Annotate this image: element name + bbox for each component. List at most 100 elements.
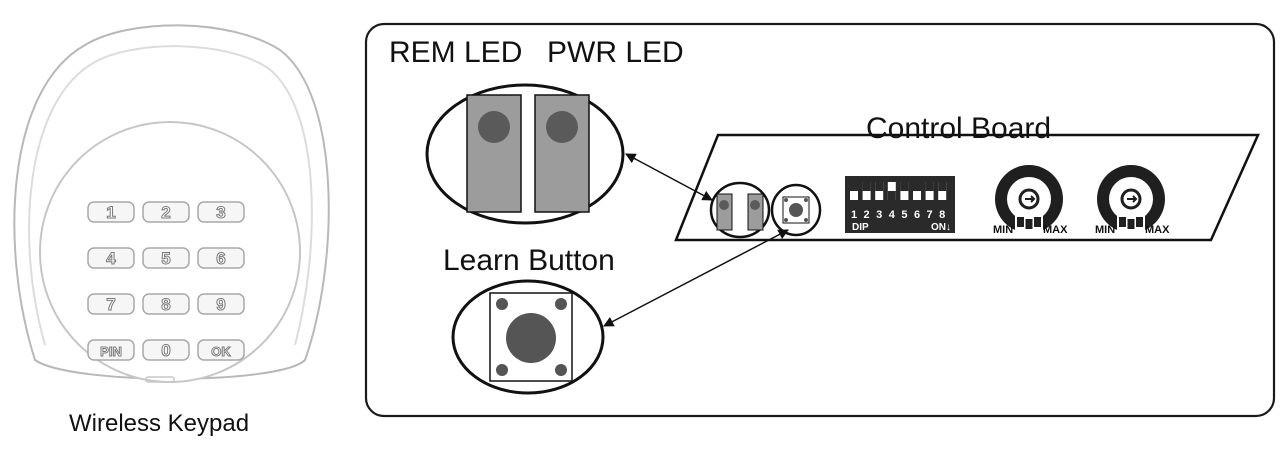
- keypad-key-cap: [142, 293, 190, 315]
- board-rem-led-dot: [719, 200, 729, 210]
- board-learn-pin: [804, 218, 808, 222]
- board-led-cluster: [709, 181, 771, 239]
- keypad-key-cap: [87, 339, 135, 361]
- wireless-keypad-caption: Wireless Keypad: [69, 410, 250, 437]
- dip-toggle-knob: [887, 191, 896, 200]
- dip-toggles: [850, 182, 947, 200]
- keypad-key-label: OK: [211, 344, 231, 359]
- learn-callout-arrow: [603, 229, 789, 327]
- keypad-key-label: 7: [106, 295, 115, 314]
- pot-leg: [1127, 219, 1135, 229]
- keypad-key-cap: [87, 201, 135, 223]
- board-learn-pin: [784, 198, 788, 202]
- keypad-key[interactable]: 7: [87, 293, 135, 315]
- dip-toggle-knob: [862, 182, 871, 191]
- keypad-key-label: PIN: [100, 344, 122, 359]
- keypad-key-cap: [197, 247, 245, 269]
- board-pwr-led: [747, 193, 764, 231]
- led-callout-arrow: [625, 153, 713, 201]
- dip-toggle-knob: [900, 182, 909, 191]
- keypad-key-label: 6: [216, 249, 225, 268]
- dip-number: 6: [914, 209, 920, 221]
- keypad-key-cap: [87, 293, 135, 315]
- dip-number: 4: [889, 209, 896, 221]
- learn-button-pin: [496, 298, 508, 310]
- dip-number: 8: [939, 209, 945, 221]
- learn-button-pin: [555, 364, 567, 376]
- pwr-led: [534, 94, 590, 213]
- learn-button-pin: [555, 298, 567, 310]
- dip-toggle-knob: [850, 182, 858, 191]
- keypad-key-label: 4: [106, 249, 116, 268]
- rem-led-dot: [478, 111, 510, 143]
- dip-number: 1: [851, 209, 857, 221]
- pwr-led-label: PWR LED: [547, 36, 684, 69]
- keypad-key[interactable]: 9: [197, 293, 245, 315]
- keypad-key[interactable]: OK: [197, 339, 245, 361]
- keypad-key-label: 0: [161, 341, 170, 360]
- keypad-key-cap: [197, 293, 245, 315]
- dip-number: 2: [864, 209, 870, 221]
- pot-leg: [1136, 217, 1143, 227]
- keypad-key[interactable]: 6: [197, 247, 245, 269]
- keypad-key[interactable]: 4: [87, 247, 135, 269]
- keypad-key-label: 1: [106, 203, 115, 222]
- dip-number: 3: [876, 209, 882, 221]
- pot-leg: [1017, 217, 1024, 227]
- keypad-key[interactable]: 2: [142, 201, 190, 223]
- keypad-key[interactable]: PIN: [87, 339, 135, 361]
- dip-toggle-knob: [875, 182, 884, 191]
- board-rem-led: [716, 193, 733, 231]
- board-learn-button: [770, 183, 822, 237]
- keypad-key-label: 5: [161, 249, 170, 268]
- keypad-key-cap: [197, 339, 245, 361]
- keypad-key-label: 3: [216, 203, 225, 222]
- keypad-key-cap: [142, 247, 190, 269]
- keypad-key[interactable]: 0: [142, 339, 190, 361]
- keypad-battery-slot: [145, 376, 175, 383]
- dip-label: DIP: [852, 222, 869, 233]
- pot-leg: [1119, 217, 1126, 227]
- learn-button-label: Learn Button: [443, 244, 615, 277]
- dip-toggle-knob: [925, 182, 934, 191]
- pot-arrow-icon: [1127, 195, 1138, 203]
- keypad-key[interactable]: 1: [87, 201, 135, 223]
- keypad-shell-inner-rim: [28, 45, 313, 346]
- keypad-key-cap: [87, 247, 135, 269]
- pot-max-label: MAX: [1043, 224, 1068, 236]
- keypad-key[interactable]: 5: [142, 247, 190, 269]
- dip-toggle-knob: [913, 182, 921, 191]
- board-learn-pin: [804, 198, 808, 202]
- led-zoom-circle: [425, 83, 625, 225]
- pwr-led-dot: [546, 111, 578, 143]
- board-learn-cap: [789, 203, 803, 217]
- pot-leg: [1025, 219, 1033, 229]
- keypad-key[interactable]: 8: [142, 293, 190, 315]
- control-board-title: Control Board: [866, 112, 1052, 145]
- keypad-key-cap: [142, 201, 190, 223]
- dip-number: 7: [927, 209, 933, 221]
- dip-toggle-knob: [938, 182, 947, 191]
- pot-arrow-icon: [1025, 195, 1036, 203]
- rem-led-label: REM LED: [389, 36, 523, 69]
- learn-button-zoom: [451, 279, 605, 395]
- keypad-key-cap: [142, 339, 190, 361]
- board-pwr-led-dot: [750, 200, 760, 210]
- led-zoom: [425, 83, 625, 225]
- learn-button-cap: [506, 313, 556, 363]
- dip-on-label: ON↓: [931, 222, 951, 233]
- pot-min-label: MIN: [1095, 224, 1115, 236]
- learn-button-pin: [496, 364, 508, 376]
- keypad-key-label: 2: [161, 203, 170, 222]
- keypad-key[interactable]: 3: [197, 201, 245, 223]
- keypad-key-label: 8: [161, 295, 170, 314]
- keypad-key-cap: [197, 201, 245, 223]
